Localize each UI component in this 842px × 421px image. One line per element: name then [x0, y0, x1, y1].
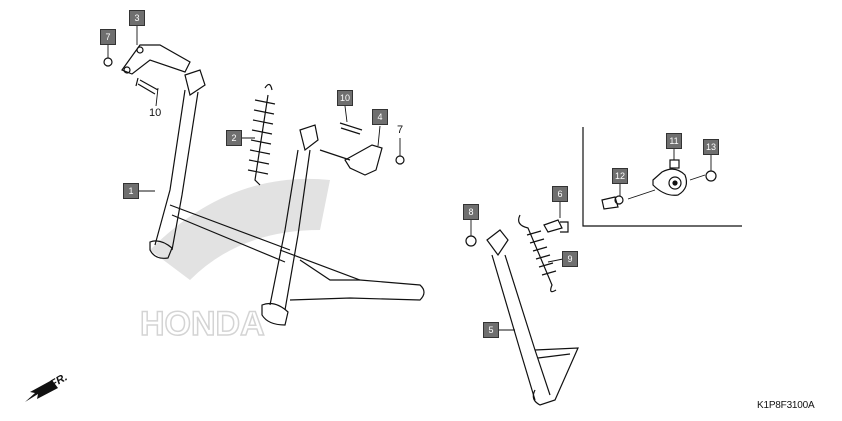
bolt: [601, 196, 619, 210]
svg-text:HONDA: HONDA: [140, 305, 265, 343]
nut: [705, 170, 717, 182]
stand-bracket: [121, 44, 191, 75]
inset-frame: [582, 127, 742, 227]
callout-6: 6: [552, 186, 568, 202]
side-stand: [486, 229, 579, 406]
nut: [103, 57, 113, 67]
callout-5: 5: [483, 322, 499, 338]
bolt: [339, 122, 363, 135]
callout-2: 2: [226, 130, 242, 146]
callout-7: 7: [100, 29, 116, 45]
callout-3: 3: [129, 10, 145, 26]
main-stand: [149, 69, 425, 326]
side-stand-switch: [652, 159, 688, 196]
label-7: 7: [397, 124, 404, 136]
label-10: 10: [149, 107, 162, 119]
bolt: [543, 219, 569, 233]
nut: [465, 235, 477, 247]
callout-8: 8: [463, 204, 479, 220]
spring: [518, 214, 557, 293]
callout-10: 10: [337, 90, 353, 106]
diagram-code: K1P8F3100A: [757, 400, 815, 411]
callout-11: 11: [666, 133, 682, 149]
callout-13: 13: [703, 139, 719, 155]
front-arrow-icon: [25, 380, 58, 402]
bracket: [344, 144, 383, 176]
callout-9: 9: [562, 251, 578, 267]
bolt: [135, 77, 159, 95]
callout-1: 1: [123, 183, 139, 199]
spring: [254, 83, 273, 186]
callout-12: 12: [612, 168, 628, 184]
callout-4: 4: [372, 109, 388, 125]
honda-watermark: HONDA: [139, 178, 330, 344]
